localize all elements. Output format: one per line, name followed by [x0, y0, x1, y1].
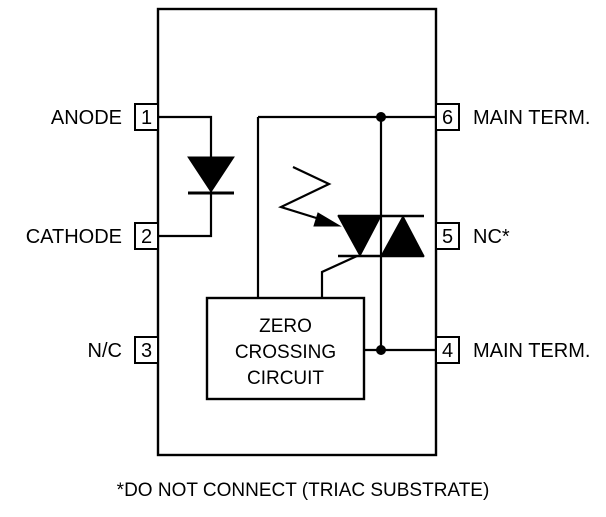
- junction-dot-bottom: [376, 345, 386, 355]
- junction-dot-top: [376, 112, 386, 122]
- pin-3-box: [134, 336, 159, 364]
- pin-4-number: 4: [442, 340, 453, 362]
- triac-right-triangle: [380, 214, 425, 257]
- pin-2-number: 2: [141, 226, 152, 248]
- pin-6-label: MAIN TERM.: [473, 107, 590, 129]
- pin-2-label: CATHODE: [26, 226, 122, 248]
- pin-6-number: 6: [442, 107, 453, 129]
- triac-gate-lead: [320, 254, 358, 298]
- pin-5-label: NC*: [473, 226, 510, 248]
- zero-crossing-label-line2: CROSSING: [235, 342, 336, 363]
- footnote: *DO NOT CONNECT (TRIAC SUBSTRATE): [117, 480, 490, 501]
- anode-wire: [158, 115, 213, 157]
- triac-left-triangle: [337, 215, 382, 258]
- pin-1-label: ANODE: [51, 107, 122, 129]
- pin-5-box: [435, 222, 460, 250]
- pin-3-number: 3: [141, 340, 152, 362]
- zero-crossing-label-line1: ZERO: [259, 316, 312, 337]
- pin-4-label: MAIN TERM.: [473, 340, 590, 362]
- pin-3-label: N/C: [88, 340, 122, 362]
- pin-1-number: 1: [141, 107, 152, 129]
- zero-crossing-circuit-box: [205, 296, 366, 401]
- light-emission-zigzag: [277, 166, 332, 223]
- zero-crossing-label-line3: CIRCUIT: [247, 368, 324, 389]
- pin-5-number: 5: [442, 226, 453, 248]
- led-diode-triangle: [187, 156, 235, 193]
- cathode-wire: [158, 192, 213, 238]
- light-emission-arrowhead: [313, 212, 342, 227]
